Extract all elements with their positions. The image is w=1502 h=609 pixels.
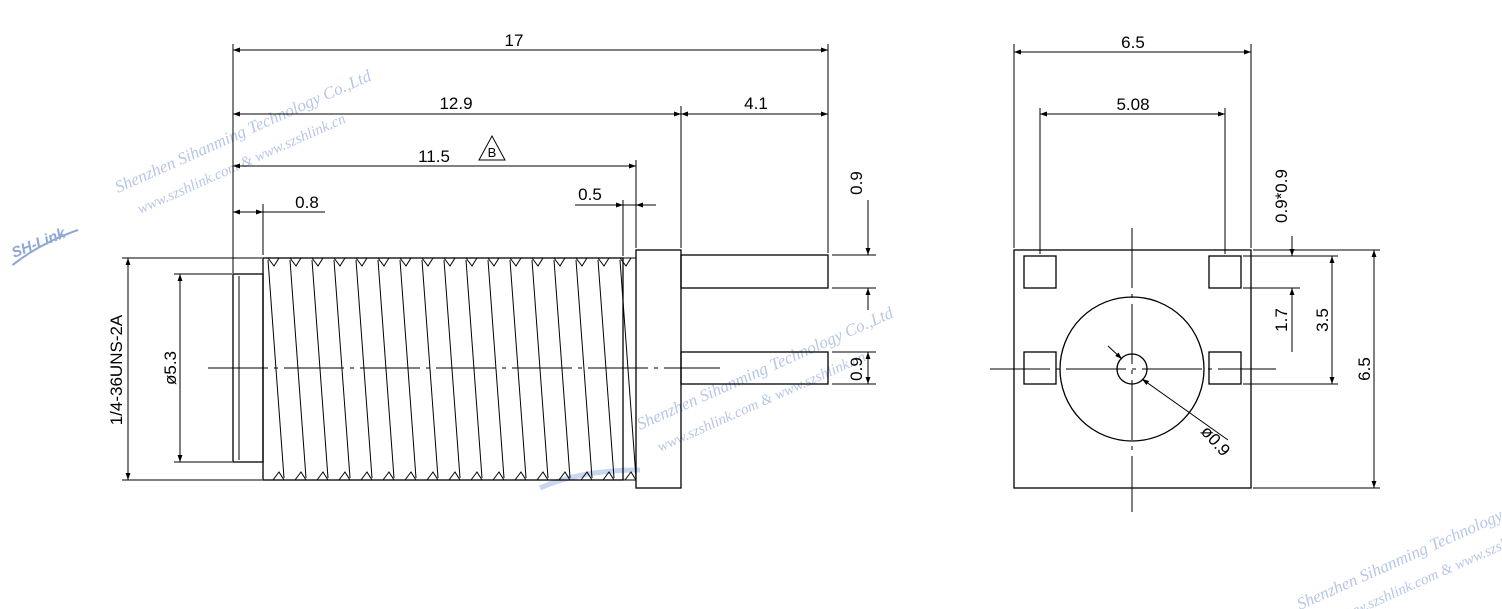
thread-tooth-top: [421, 257, 434, 267]
thread-crest-line: [487, 259, 505, 479]
pad-top-left: [1023, 255, 1057, 289]
thread-crest-line: [575, 259, 593, 479]
dim-pin-length: 4.1: [744, 94, 768, 113]
thread-tooth-top: [619, 257, 632, 267]
thread-crest-line: [377, 259, 395, 479]
dim-pin-width-bottom: 0.9: [847, 357, 866, 381]
thread-tooth-bottom: [316, 471, 329, 481]
watermark-logo: SH-Link: [9, 224, 69, 261]
thread-tooth-top: [597, 257, 610, 267]
revision-triangle: B: [478, 134, 506, 161]
dim-flange: 0.5: [578, 185, 602, 204]
dim-pad-span: 3.5: [1313, 308, 1332, 332]
thread-crest-line: [597, 259, 615, 479]
thread-crest-line: [267, 259, 285, 479]
dim-center-pin: ø0.9: [1197, 422, 1234, 460]
thread-tooth-top: [377, 257, 390, 267]
revision-mark: B: [488, 145, 497, 160]
dim-pad-size: 0.9*0.9: [1272, 169, 1291, 223]
thread-tooth-bottom: [272, 471, 285, 481]
thread-tooth-bottom: [382, 471, 395, 481]
thread-tooth-top: [531, 257, 544, 267]
thread-crest-line: [421, 259, 439, 479]
dim-pin-width-top: 0.9: [847, 171, 866, 195]
thread-tooth-top: [575, 257, 588, 267]
thread-tooth-bottom: [536, 471, 549, 481]
dim-thread-spec: 1/4-36UNS-2A: [107, 314, 126, 425]
side-view: 17 12.9 4.1 11.5 B 0.8 0.5 0.9 0.9: [107, 31, 876, 489]
thread-tooth-top: [311, 257, 324, 267]
dim-front-width: 6.5: [1121, 33, 1145, 52]
thread-lines: [267, 257, 637, 481]
thread-tooth-bottom: [338, 471, 351, 481]
thread-tooth-top: [399, 257, 412, 267]
thread-tooth-bottom: [470, 471, 483, 481]
thread-tooth-top: [333, 257, 346, 267]
thread-tooth-bottom: [360, 471, 373, 481]
thread-crest-line: [443, 259, 461, 479]
thread-crest-line: [333, 259, 351, 479]
thread-envelope: [262, 257, 624, 481]
thread-tooth-bottom: [558, 471, 571, 481]
flange: [635, 249, 682, 489]
thread-crest-line: [553, 259, 571, 479]
thread-tooth-top: [267, 257, 280, 267]
dim-inner-diameter: ø5.3: [161, 351, 180, 385]
dim-front-height: 6.5: [1355, 357, 1374, 381]
thread-tooth-top: [465, 257, 478, 267]
thread-tooth-top: [289, 257, 302, 267]
thread-crest-line: [465, 259, 483, 479]
thread-tooth-top: [509, 257, 522, 267]
watermark-group: SH-Link Shenzhen Sihanming Technology Co…: [9, 66, 1502, 609]
pad-bottom-left: [1023, 351, 1057, 385]
dim-body-length: 12.9: [439, 94, 472, 113]
logo-top-left: SH-Link: [9, 224, 79, 266]
front-view: 6.5 5.08 0.9*0.9 1.7 3.5 6.5 ø0.9: [990, 33, 1380, 512]
thread-tooth-top: [443, 257, 456, 267]
thread-crest-line: [399, 259, 417, 479]
dim-pad-offset: 1.7: [1272, 308, 1291, 332]
dim-chamfer: 0.8: [295, 193, 319, 212]
thread-tooth-bottom: [492, 471, 505, 481]
thread-crest-line: [311, 259, 329, 479]
thread-tooth-top: [553, 257, 566, 267]
thread-tooth-bottom: [294, 471, 307, 481]
dim-overall-length: 17: [505, 31, 524, 50]
thread-tooth-bottom: [624, 471, 637, 481]
dim-pin-spacing: 5.08: [1116, 95, 1149, 114]
thread-crest-line: [509, 259, 527, 479]
thread-tooth-bottom: [426, 471, 439, 481]
thread-crest-line: [289, 259, 307, 479]
pad-top-right: [1208, 255, 1242, 289]
thread-tooth-bottom: [580, 471, 593, 481]
thread-tooth-bottom: [602, 471, 615, 481]
thread-tooth-bottom: [448, 471, 461, 481]
flange-step: [622, 257, 637, 481]
thread-tooth-top: [487, 257, 500, 267]
dim-thread-length: 11.5: [418, 147, 450, 166]
pad-bottom-right: [1208, 351, 1242, 385]
thread-tooth-bottom: [404, 471, 417, 481]
thread-crest-line: [531, 259, 549, 479]
thread-tooth-bottom: [514, 471, 527, 481]
thread-crest-line: [355, 259, 373, 479]
thread-tooth-top: [355, 257, 368, 267]
pin-upper: [680, 254, 829, 289]
